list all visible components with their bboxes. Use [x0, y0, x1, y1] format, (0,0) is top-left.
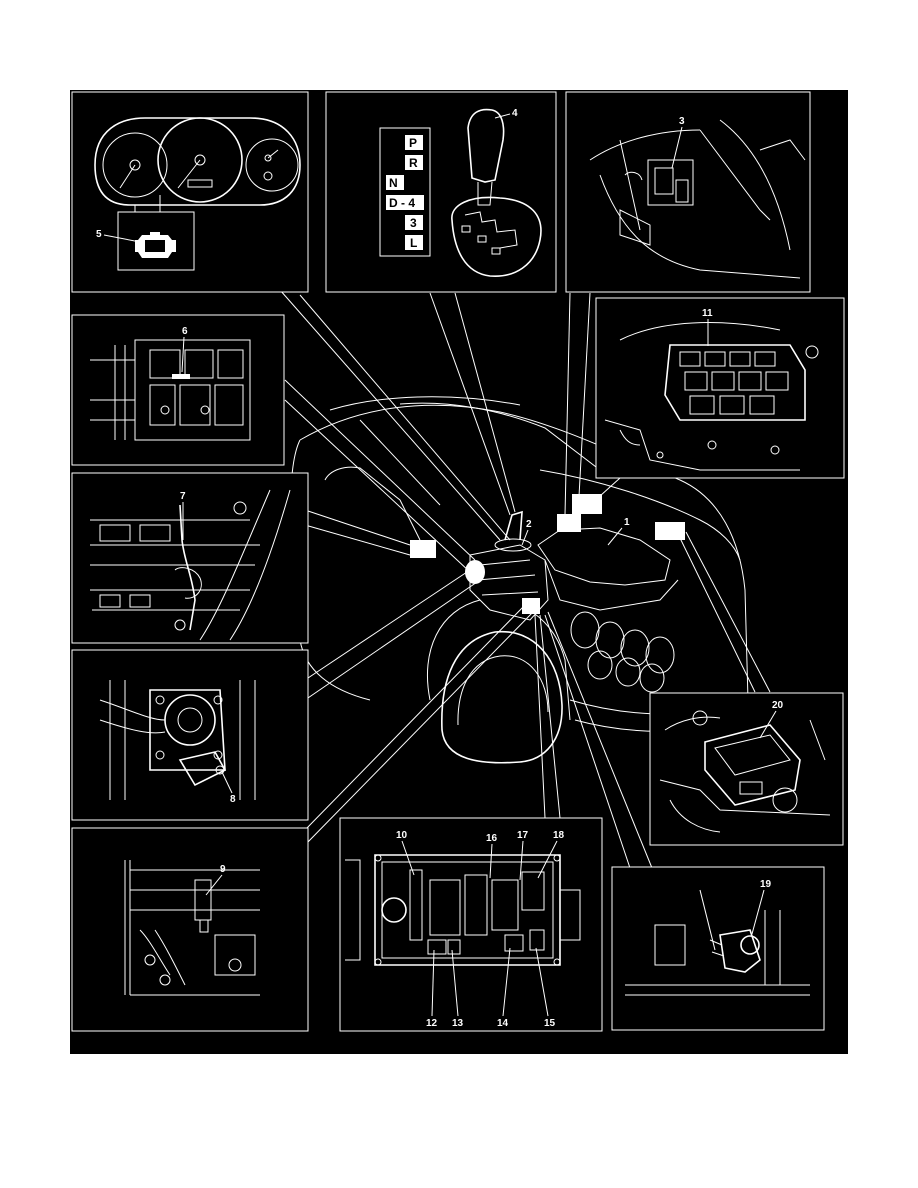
gear-p: P — [409, 136, 417, 150]
callout-17: 17 — [517, 830, 529, 841]
panel-relay-box: 11 — [595, 297, 845, 479]
vehicle-illustration: 1 2 — [290, 396, 749, 764]
ecm-icon — [704, 724, 801, 806]
panel-valve-body-6: 6 — [71, 314, 285, 466]
panel-instrument-cluster: 5 — [71, 91, 309, 293]
gear-3: 3 — [410, 216, 417, 230]
callout-11: 11 — [702, 308, 713, 319]
panel-sensor-8: 8 — [71, 649, 309, 821]
gear-d4: D - 4 — [389, 196, 415, 210]
panel-sensor-9: 9 — [71, 827, 309, 1032]
panel-sensor-7: 7 — [71, 472, 309, 644]
callout-14: 14 — [497, 1018, 509, 1029]
callout-15: 15 — [544, 1018, 556, 1029]
gear-r: R — [409, 156, 418, 170]
panel-ecm: 20 — [649, 692, 844, 846]
callout-9: 9 — [220, 864, 226, 875]
leader-lines — [279, 289, 771, 869]
callout-1: 1 — [624, 517, 630, 528]
callout-4: 4 — [512, 108, 518, 119]
callout-7: 7 — [180, 491, 186, 502]
callout-8: 8 — [230, 794, 236, 805]
gear-n: N — [389, 176, 398, 190]
callout-12: 12 — [426, 1018, 438, 1029]
relay-box-icon — [664, 344, 806, 421]
callout-2: 2 — [526, 519, 532, 530]
callout-6: 6 — [182, 326, 188, 337]
callout-13: 13 — [452, 1018, 464, 1029]
callout-18: 18 — [553, 830, 565, 841]
panel-sensor-19: 19 — [611, 866, 825, 1031]
callout-10: 10 — [396, 830, 408, 841]
callout-20: 20 — [772, 700, 784, 711]
callout-16: 16 — [486, 833, 498, 844]
callout-19: 19 — [760, 879, 772, 890]
check-engine-icon — [135, 232, 176, 258]
callout-5: 5 — [96, 229, 102, 240]
panel-valve-body-solenoids: 10 16 17 18 12 13 14 15 — [339, 817, 603, 1032]
panel-control-module: 3 — [565, 91, 811, 293]
panel-shift-lever: P R N D - 4 3 L 4 — [325, 91, 557, 293]
callout-3: 3 — [679, 116, 685, 127]
gear-l: L — [410, 236, 417, 250]
